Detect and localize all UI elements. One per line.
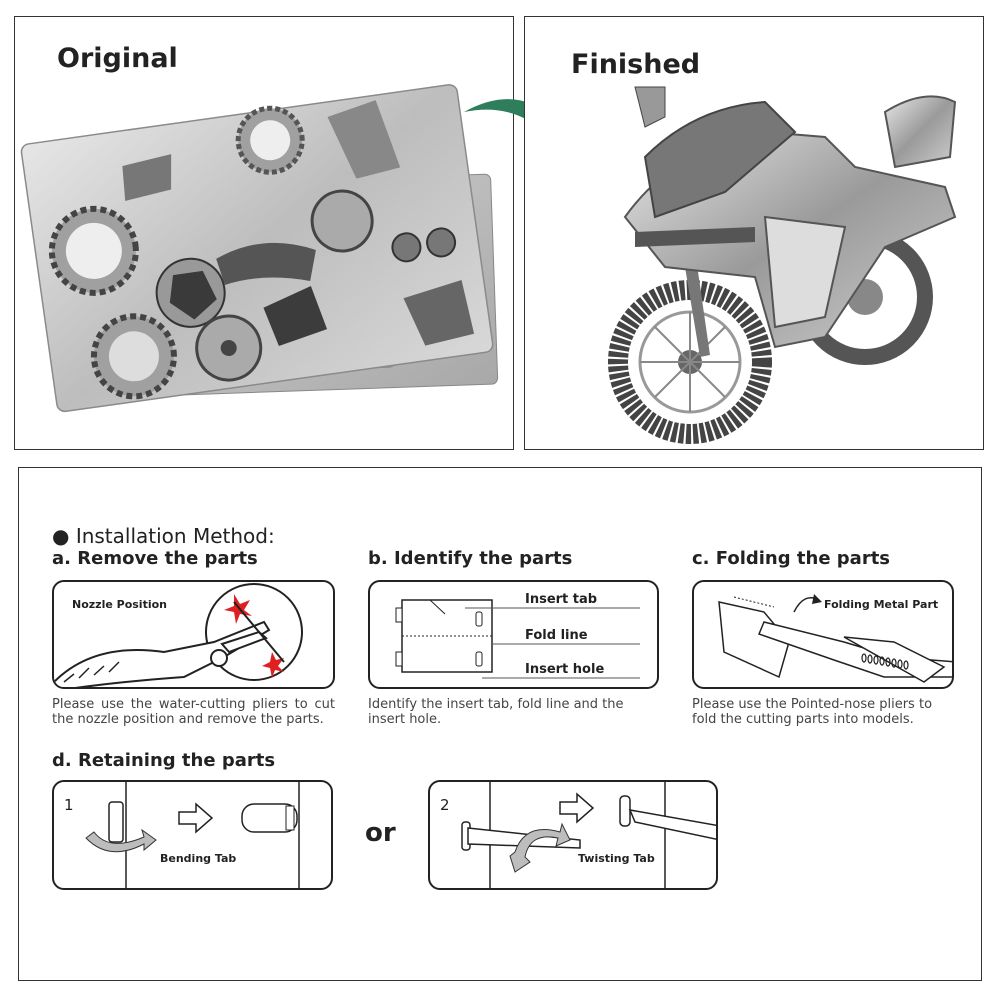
original-title: Original <box>57 43 178 74</box>
finished-panel: Finished <box>524 16 984 450</box>
pointed-nose-pliers-icon <box>718 594 952 683</box>
installation-heading: ● Installation Method: <box>52 524 275 548</box>
water-cutting-pliers-icon <box>54 583 303 687</box>
step-b-title: b. Identify the parts <box>368 548 573 569</box>
original-panel: Original <box>14 16 514 450</box>
spark-icon <box>224 594 252 624</box>
nozzle-position-label: Nozzle Position <box>72 598 167 611</box>
insert-tab-label: Insert tab <box>525 592 598 607</box>
step-b-box: Insert tab Fold line Insert hole <box>368 580 659 689</box>
fold-line-label: Fold line <box>525 628 588 643</box>
right-arrow-icon <box>178 802 214 834</box>
step-c-description: Please use the Pointed-nose pliers to fo… <box>692 697 933 727</box>
step-d2-number: 2 <box>440 796 450 814</box>
or-separator: or <box>365 818 396 848</box>
step-a-box: Nozzle Position <box>52 580 335 689</box>
installation-panel <box>18 467 982 981</box>
twisting-tab-label: Twisting Tab <box>578 852 655 865</box>
step-b-description: Identify the insert tab, fold line and t… <box>368 697 624 727</box>
step-c-box: Folding Metal Part <box>692 580 954 689</box>
step-d-title: d. Retaining the parts <box>52 750 276 771</box>
right-arrow-icon-2 <box>559 792 595 824</box>
twist-arrow-icon <box>509 822 571 873</box>
twisting-tab-diagram <box>461 782 716 888</box>
bullet-icon: ● <box>52 524 76 548</box>
step-d1-box: 1 Bending Tab <box>52 780 333 890</box>
step-d1-number: 1 <box>64 796 74 814</box>
step-c-title: c. Folding the parts <box>692 548 891 569</box>
finished-title: Finished <box>571 49 701 80</box>
step-d2-box: 2 Twisting Tab <box>428 780 718 890</box>
curved-arrow-icon <box>85 828 157 853</box>
folding-metal-part-label: Folding Metal Part <box>824 598 939 611</box>
step-a-description: Please use the water-cutting pliers to c… <box>52 697 335 727</box>
installation-title: Installation Method: <box>75 524 275 548</box>
bending-tab-label: Bending Tab <box>160 852 237 865</box>
motorcycle-model-illustration <box>608 86 957 444</box>
step-a-title: a. Remove the parts <box>52 548 258 569</box>
part-diagram-icon <box>395 599 640 679</box>
insert-hole-label: Insert hole <box>525 662 605 677</box>
bending-tab-diagram <box>85 782 300 888</box>
metal-sheets-illustration <box>20 84 499 413</box>
